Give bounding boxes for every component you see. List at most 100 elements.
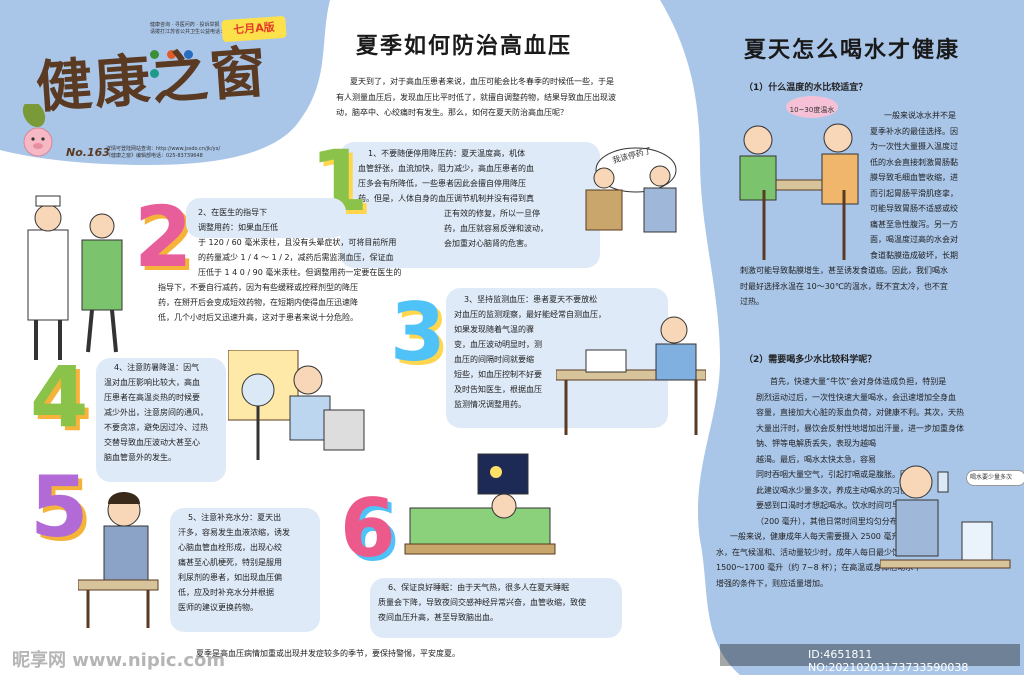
- question-1-pill: [736, 78, 902, 96]
- section-1-line: 药。但是，人体自身的血压调节机制并没有得到真: [358, 194, 534, 203]
- number-5-graphic: 5: [30, 458, 89, 556]
- masthead: 健康咨询 · 寻医问药 · 投诉举报 请拨打江苏省公共卫生公益电话：12320 …: [0, 0, 330, 165]
- section-1-line: 会加重对心脑肾的危害。: [444, 239, 532, 248]
- sleeping-man-icon: [404, 453, 556, 555]
- section-4-line: 交替导致血压波动大甚至心: [104, 438, 200, 447]
- masthead-bottom-line-2: 《健康之窗》编辑部电话：025-83739648: [106, 153, 203, 159]
- answer-1-line: 食道黏膜造成破坏，长期: [870, 250, 958, 260]
- answer-2-line: （200 毫升），其他日常时间里均匀分布。: [756, 516, 906, 526]
- section-1-line: 药，血压就容易反弹和波动，: [444, 224, 548, 233]
- section-5-bubble: [170, 508, 320, 632]
- temp-bubble: 10~30度温水: [786, 96, 838, 118]
- article-left-footer: 夏季是高血压病情加重或出现并发症较多的季节，要保持警惕，平安度夏。: [196, 649, 460, 658]
- small-speech-bubble: 喝水要少量多次: [966, 470, 1024, 486]
- section-3-line: 如果发现随着气温的骤: [454, 325, 534, 334]
- answer-1-line: 而引起胃肠平滑肌痉挛，: [870, 188, 958, 198]
- section-1-line: 血管舒张，血流加快，阻力减少，高血压患者的血: [358, 164, 534, 173]
- section-4-bubble: [96, 358, 226, 482]
- answer-1-line: 面，喝温度过高的水会对: [870, 235, 958, 244]
- answer-1-line: 刺激可能导致黏膜增生，甚至诱发食道癌。因此，我们喝水: [740, 266, 948, 275]
- section-2-line: 药，在掰开后会变成短效药物，在短期内使得血压迅速降: [158, 298, 358, 307]
- number-4-graphic: 4: [30, 348, 89, 446]
- answer-2-line: 1500～1700 毫升（约 7~8 杯）；在高温或身体活动水平: [716, 563, 922, 572]
- section-6-line: 6、保证良好睡眠：由于天气热，很多人在夏天睡眠: [388, 583, 570, 592]
- answer-2-line: 首先，快速大量“牛饮”会对身体造成负担，特别是: [770, 377, 947, 386]
- section-3-line: 对血压的监测观察，最好能经常自测血压，: [454, 310, 606, 319]
- section-4-line: 温对血压影响比较大，高血: [104, 378, 200, 387]
- answer-2-line: 剧烈运动过后，一次性快速大量喝水，会迅速增加全身血: [756, 392, 956, 402]
- section-5-line: 医师的建议更换药物。: [178, 603, 258, 612]
- section-4-line: 4、注意防暑降温：因气: [114, 363, 200, 372]
- answer-2-line: 越渴。最后，喝水太快太急，容易: [756, 454, 876, 464]
- section-1-text: 1、不要随便停用降压药：夏天温度高，机体 血管舒张，血流加快，阻力减少，高血压患…: [358, 146, 608, 251]
- section-5-line: 5、注意补充水分：夏天出: [188, 513, 282, 522]
- section-6-line: 夜间血压升高，甚至导致脑出血。: [378, 613, 498, 622]
- edition-badge: 七月A版: [221, 15, 287, 43]
- section-6-text: 6、保证良好睡眠：由于天气热，很多人在夏天睡眠 质量会下降，导致夜间交感神经异常…: [378, 580, 638, 625]
- blood-pressure-monitor-icon: [556, 316, 706, 435]
- section-6-line: 质量会下降，导致夜间交感神经异常兴奋，血管收缩，致使: [378, 598, 586, 607]
- issue-number: No.163: [66, 146, 110, 159]
- answer-1-line: 过热。: [740, 297, 764, 306]
- pig-mascot-icon: [22, 104, 53, 157]
- section-1-bubble: [340, 142, 600, 268]
- section-5-line: 痛甚至心肌梗死，特别是服用: [178, 558, 282, 567]
- section-2-line: 于 120 / 60 毫米汞柱，且没有头晕症状，可将目前所用: [198, 238, 397, 247]
- intro-line: 夏天到了，对于高血压患者来说，血压可能会比冬春季的时候低一些，于是: [350, 77, 614, 86]
- section-5-line: 利尿剂的患者，如出现血压偏: [178, 573, 282, 582]
- doctor-illustration-icon: [27, 195, 123, 360]
- watermark-right-text: ID:4651811 NO:20210203173733590038: [808, 648, 969, 674]
- two-men-drinking-icon: [739, 123, 859, 260]
- answer-1-line: 夏季补水的最佳选择。因: [870, 126, 958, 136]
- section-2-bubble: [186, 198, 346, 238]
- section-4-line: 压患者在高温炎热的时候要: [104, 393, 200, 402]
- number-3-graphic: 3: [390, 286, 446, 379]
- section-4-line: 不要贪凉，避免因过冷、过热: [104, 423, 208, 432]
- section-2-text: 2、在医生的指导下 调整用药：如果血压低 于 120 / 60 毫米汞柱，且没有…: [158, 205, 458, 325]
- question-1-text: （1）什么温度的水比较适宜？: [744, 83, 868, 93]
- section-5-line: 汗多，容易发生血液浓缩，诱发: [178, 528, 290, 537]
- answer-1-line: 为一次性大量摄入温度过: [870, 142, 958, 151]
- section-3-text: 3、坚持监测血压：患者夏天不要放松 对血压的监测观察，最好能经常自测血压， 如果…: [454, 292, 674, 412]
- section-3-line: 及时告知医生，根据血压: [454, 385, 542, 394]
- answer-2-text: 首先，快速大量“牛饮”会对身体造成负担，特别是 剧烈运动过后，一次性快速大量喝水…: [716, 374, 1016, 591]
- section-2-line: 低，几个小时后又迅速升高，这对于患者来说十分危险。: [158, 313, 358, 322]
- answer-1-line: 一般来说冰水并不是: [884, 111, 956, 120]
- answer-2-line: 同时吞咽大量空气，引起打嗝或是腹胀。因: [756, 470, 908, 479]
- temp-bubble-text: 10~30度温水: [789, 106, 835, 114]
- answer-1-line: 低的水会直接刺激胃肠黏: [870, 157, 958, 167]
- masthead-bottom-line-1: 详情可登陆网站查询：http://www.jssdo.cn/jk/yx/: [106, 146, 221, 152]
- masthead-top-line-1: 健康咨询 · 寻医问药 · 投诉举报: [150, 22, 220, 28]
- intro-line: 有人测量血压后，发现血压比平时低了，就擅自调整药物，结果导致血压出现波: [336, 92, 616, 102]
- answer-1-line: 膜导致毛细血管收缩，进: [870, 173, 958, 182]
- section-1-line: 1、不要随便停用降压药：夏天温度高，机体: [368, 149, 526, 158]
- section-3-line: 血压的间隔时间就要缩: [454, 355, 534, 364]
- drinking-woman-icon: [78, 492, 159, 628]
- section-2-line: 2、在医生的指导下: [198, 208, 268, 217]
- answer-2-line: 钠、钾等电解质丢失，表现为越喝: [756, 439, 876, 448]
- answer-2-line: 此建议喝水少量多次，养成主动喝水的习惯，不: [756, 485, 924, 495]
- section-2-line: 指导下，不要自行减药，因为有些缓释或控释剂型的降压: [158, 283, 358, 292]
- masthead-top-line-2: 请拨打江苏省公共卫生公益电话：12320: [150, 29, 241, 35]
- section-3-line: 3、坚持监测血压：患者夏天不要放松: [464, 295, 598, 304]
- section-5-line: 低，应及时补充水分并根据: [178, 588, 274, 597]
- section-4-line: 减少外出，注意房间的通风，: [104, 408, 208, 417]
- section-2-line: 的药量减少 1 / 4 ～ 1 / 2，减药后需监测血压，保证血: [198, 253, 394, 262]
- answer-1-line: 可能导致胃肠不适感或绞: [870, 204, 958, 213]
- section-4-line: 脑血管意外的发生。: [104, 453, 176, 462]
- watermark-left: 昵享网 www.nipic.com: [12, 650, 226, 671]
- section-3-line: 变，血压波动明显时，测: [454, 340, 542, 349]
- logo-group-icon: [150, 44, 210, 78]
- answer-1-text: 一般来说冰水并不是 夏季补水的最佳选择。因 为一次性大量摄入温度过 低的水会直接…: [740, 108, 1010, 310]
- section-3-line: 监测情况调整用药。: [454, 400, 526, 409]
- intro-line: 动，脑卒中、心绞痛时有发生。那么，如何在夏天防治高血压呢？: [336, 108, 568, 117]
- answer-1-line: 痛甚至急性腹泻。另一方: [870, 219, 958, 229]
- answer-2-line: 容量，直接加大心脏的泵血负荷，对健康不利。其次，天热: [756, 408, 964, 417]
- question-2-text: （2）需要喝多少水比较科学呢？: [744, 355, 877, 365]
- section-6-bubble: [370, 578, 622, 638]
- answer-2-line: 大量出汗时，暴饮会反射性地增加出汗量，进一步加重身体: [756, 423, 964, 433]
- section-2-line: 调整用药：如果血压低: [198, 223, 278, 232]
- number-2-graphic: 2: [134, 188, 193, 286]
- section-4-text: 4、注意防暑降温：因气 温对血压影响比较大，高血 压患者在高温炎热的时候要 减少…: [104, 360, 234, 465]
- article-left-title: 夏季如何防治高血压: [356, 33, 573, 59]
